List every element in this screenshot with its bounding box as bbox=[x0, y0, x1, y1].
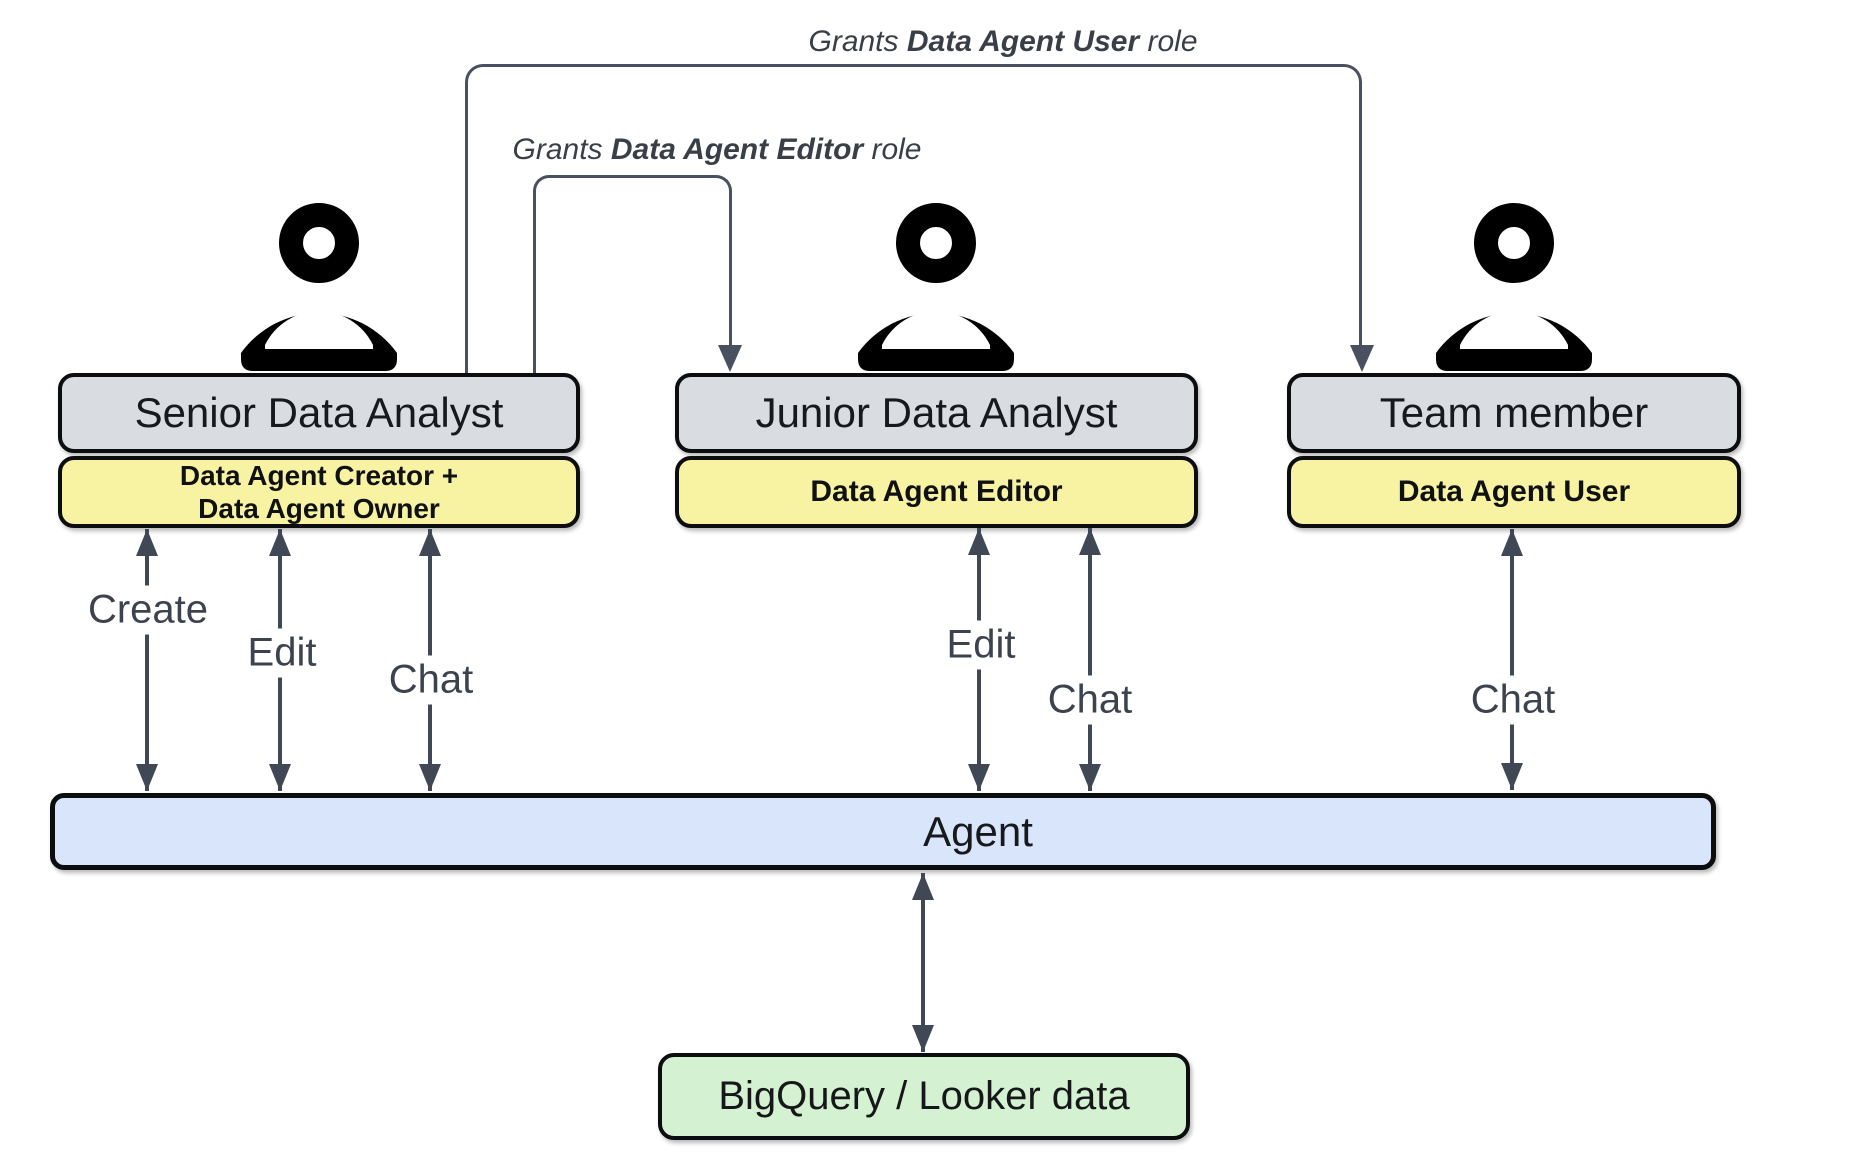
grants-user-prefix: Grants bbox=[808, 25, 907, 58]
grants-editor-arrowhead-icon bbox=[718, 345, 742, 372]
grants-editor-role-name: Data Agent Editor bbox=[610, 133, 864, 166]
grants-editor-connector-stub bbox=[533, 346, 536, 373]
datasource-label: BigQuery / Looker data bbox=[718, 1074, 1130, 1118]
create-arrow bbox=[136, 529, 158, 791]
person-icon bbox=[1436, 203, 1592, 371]
grants-user-arrowhead-icon bbox=[1350, 345, 1374, 372]
team-member-title: Team member bbox=[1379, 389, 1649, 436]
grants-user-connector-line bbox=[465, 64, 1362, 347]
junior-chat-action-label: Chat bbox=[1037, 675, 1143, 725]
grants-user-label: Grants Data Agent User role bbox=[804, 25, 1202, 59]
grants-editor-connector-line bbox=[533, 175, 732, 347]
person-icon bbox=[241, 203, 397, 371]
team-member-role-badge: Data Agent User bbox=[1287, 456, 1741, 528]
junior-role-label: Data Agent Editor bbox=[810, 475, 1063, 508]
create-action-label: Create bbox=[77, 585, 219, 635]
senior-chat-action-label: Chat bbox=[378, 655, 484, 705]
team-member-title-box: Team member bbox=[1287, 373, 1741, 453]
grants-user-role-name: Data Agent User bbox=[906, 25, 1140, 58]
senior-edit-action-label: Edit bbox=[237, 628, 327, 678]
senior-analyst-title: Senior Data Analyst bbox=[134, 389, 504, 436]
junior-analyst-role-badge: Data Agent Editor bbox=[675, 456, 1198, 528]
grants-user-connector-stub bbox=[465, 346, 468, 373]
junior-analyst-title: Junior Data Analyst bbox=[755, 389, 1118, 436]
agent-label: Agent bbox=[923, 807, 1033, 855]
senior-role-line2: Data Agent Owner bbox=[198, 493, 440, 524]
junior-analyst-title-box: Junior Data Analyst bbox=[675, 373, 1198, 453]
datasource-box: BigQuery / Looker data bbox=[658, 1053, 1190, 1140]
senior-role-line1: Data Agent Creator + bbox=[179, 460, 459, 491]
team-chat-action-label: Chat bbox=[1460, 675, 1566, 725]
agent-bar: Agent bbox=[50, 793, 1716, 870]
team-chat-arrow bbox=[1501, 529, 1523, 790]
person-icon bbox=[858, 203, 1014, 371]
grants-user-suffix: role bbox=[1139, 25, 1198, 58]
junior-chat-arrow bbox=[1079, 528, 1101, 791]
agent-data-arrow bbox=[912, 873, 934, 1052]
senior-analyst-role-badge: Data Agent Creator + Data Agent Owner bbox=[58, 456, 580, 528]
grants-editor-label: Grants Data Agent Editor role bbox=[508, 133, 926, 167]
grants-editor-prefix: Grants bbox=[512, 133, 611, 166]
team-role-label: Data Agent User bbox=[1397, 475, 1631, 508]
grants-editor-suffix: role bbox=[863, 133, 922, 166]
senior-analyst-title-box: Senior Data Analyst bbox=[58, 373, 580, 453]
junior-edit-action-label: Edit bbox=[936, 620, 1026, 670]
